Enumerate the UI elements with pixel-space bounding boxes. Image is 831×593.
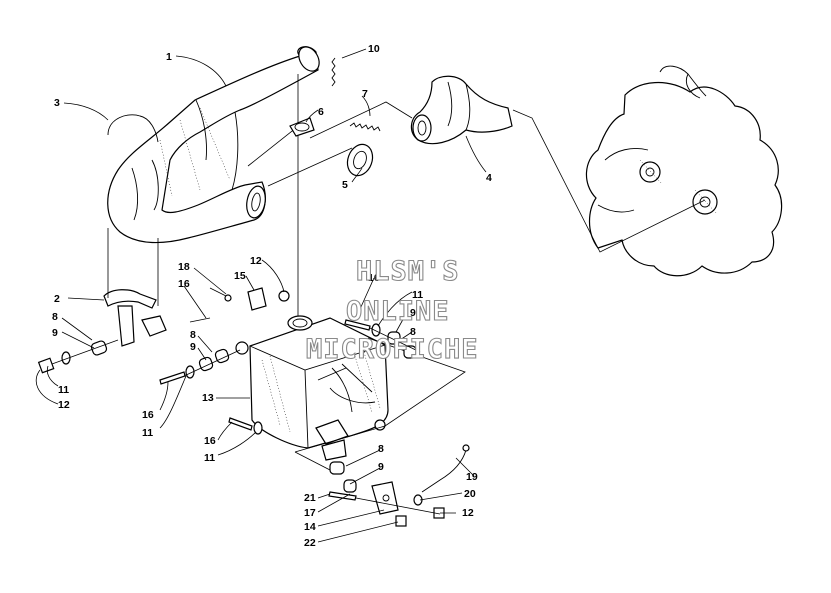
watermark-line-3: MICROFICHE [306,334,479,365]
callout-9d: 9 [378,461,384,473]
callout-12a: 12 [58,399,70,411]
callout-15: 15 [234,270,246,282]
callout-18: 18 [178,261,190,273]
grommet-icon [329,461,345,475]
watermark-line-1: HLSM'S [356,256,460,287]
callout-20: 20 [464,488,476,500]
callout-21: 21 [304,492,316,504]
grommet-icon [214,348,230,364]
nut-icon [395,515,407,527]
bracket-icon [224,287,290,311]
resonator-can-icon [235,315,389,461]
callout-11c: 11 [204,452,215,464]
callout-10: 10 [368,43,380,55]
callout-9c: 9 [410,307,416,319]
callout-1: 1 [166,51,172,63]
callout-8d: 8 [378,443,384,455]
callout-16b: 16 [142,409,154,421]
grommet-icon [343,479,357,493]
callout-22: 22 [304,537,316,549]
bolt-icon [159,371,186,385]
callout-2: 2 [54,293,60,305]
callout-9b: 9 [190,341,196,353]
callout-16c: 16 [204,435,216,447]
bolt-icon [328,491,357,501]
callout-8c: 8 [410,326,416,338]
callout-9a: 9 [52,327,58,339]
callout-13: 13 [202,392,214,404]
washer-icon [185,365,195,379]
callout-14: 14 [304,521,316,533]
callout-19: 19 [466,471,478,483]
callout-12c: 12 [462,507,474,519]
spring-clip-icon [107,114,159,143]
callout-4: 4 [486,172,492,184]
callout-12b: 12 [250,255,262,267]
bolt-icon [228,417,253,431]
callout-16d: 16 [368,272,380,284]
grommet-icon [90,340,108,356]
washer-icon [61,351,71,365]
callout-5: 5 [342,179,348,191]
callout-8b: 8 [190,329,196,341]
washer-icon [253,421,263,435]
watermark-line-2: ONLINE [346,296,450,327]
manifold-engine-leader [512,109,706,253]
bolt-icon [344,319,371,331]
callout-6: 6 [318,106,324,118]
bracket-icon [371,481,399,515]
exhaust-manifold-icon [410,75,513,145]
callout-leaders [35,48,487,543]
engine-outline-icon [585,65,783,277]
callout-11a: 11 [58,384,69,396]
grommet-icon [289,117,315,137]
callout-16a: 16 [178,278,190,290]
bracket-icon [103,289,167,347]
callout-3: 3 [54,97,60,109]
callout-labels: 1 2 3 4 5 6 7 8 9 10 11 12 13 14 15 16 1… [52,43,492,549]
nut-icon [37,357,55,374]
callout-11b: 11 [142,427,153,439]
callout-11d: 11 [412,289,423,301]
callout-17: 17 [304,507,316,519]
gasket-icon [346,143,374,177]
watermark: HLSM'S ONLINE MICROFICHE [305,255,479,365]
callout-7: 7 [362,88,368,100]
spring-icon [349,122,381,132]
washer-icon [371,323,381,337]
callout-8a: 8 [52,311,58,323]
spring-icon [331,57,336,87]
muffler-icon [107,46,320,244]
grommet-icon [198,356,214,372]
